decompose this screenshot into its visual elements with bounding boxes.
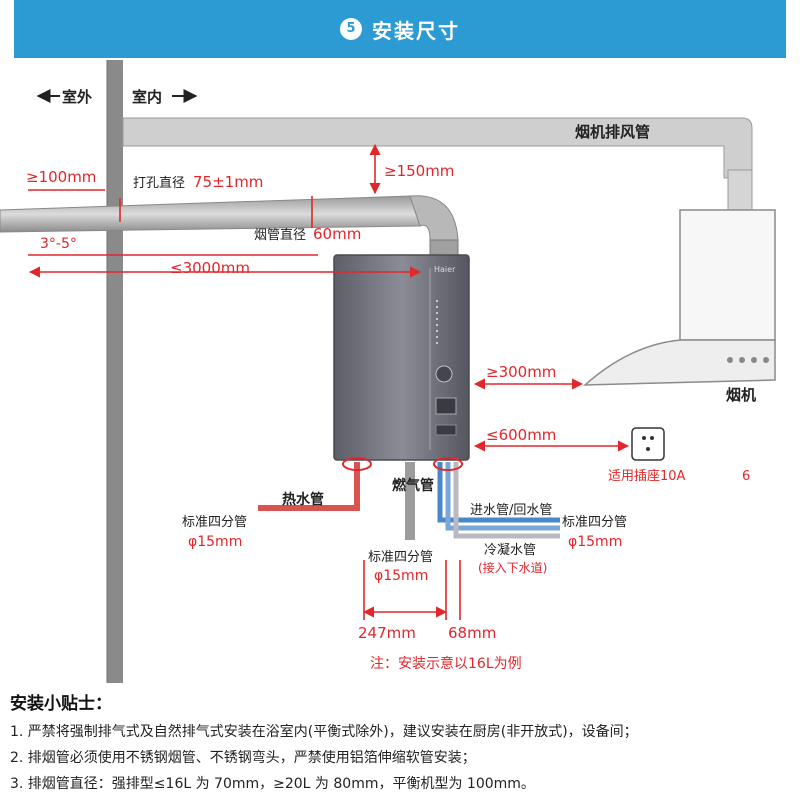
- hot-water-pipe: [258, 462, 360, 511]
- hood-exhaust-pipe: [122, 117, 753, 179]
- std-right-label: 标准四分管: [562, 515, 627, 530]
- std-left-dia: φ15mm: [188, 534, 242, 550]
- dim-150-label: ≥150mm: [384, 162, 454, 180]
- tip-item: 3. 排烟管直径：强排型≤16L 为 70mm，≥20L 为 80mm，平衡机型…: [10, 776, 535, 792]
- hole-diameter-value: 75±1mm: [193, 173, 263, 191]
- hole-diameter-prefix: 打孔直径: [133, 176, 185, 191]
- gas-pipe-label: 燃气管: [392, 477, 434, 494]
- tip-item: 2. 排烟管必须使用不锈钢烟管、不锈钢弯头，严禁使用铝箔伸缩软管安装；: [10, 750, 476, 766]
- range-hood-label: 烟机: [726, 386, 756, 404]
- install-note: 注：安装示意以16L为例: [370, 655, 522, 672]
- dimension-lines: [28, 143, 630, 620]
- std-left-label: 标准四分管: [182, 515, 247, 530]
- section-header: 5 安装尺寸: [14, 0, 786, 58]
- dim-300-label: ≥300mm: [486, 363, 556, 381]
- hood-exhaust-label: 烟机排风管: [575, 123, 650, 141]
- socket-label: 适用插座10A: [608, 469, 686, 484]
- std-mid-label: 标准四分管: [368, 550, 433, 565]
- flue-diameter-value: 60mm: [313, 225, 361, 243]
- socket-side-number: 6: [742, 469, 750, 484]
- tip-item: 1. 严禁将强制排气式及自然排气式安装在浴室内(平衡式除外)，建议安装在厨房(非…: [10, 724, 638, 740]
- std-mid-dia: φ15mm: [374, 568, 428, 584]
- socket-icon: [631, 427, 665, 461]
- tips-title: 安装小贴士：: [10, 694, 112, 714]
- section-title: 安装尺寸: [372, 18, 460, 43]
- condensate-label: 冷凝水管: [484, 542, 536, 558]
- wall: [107, 60, 123, 685]
- installation-tips: 安装小贴士： 1. 严禁将强制排气式及自然排气式安装在浴室内(平衡式除外)，建议…: [0, 683, 800, 800]
- hot-pipe-label: 热水管: [282, 491, 324, 508]
- inlet-return-label: 进水管/回水管: [470, 503, 552, 518]
- dim-600-label: ≤600mm: [486, 426, 556, 444]
- dim-3000-label: ≤3000mm: [170, 259, 250, 277]
- indoor-label: 室内: [132, 88, 162, 106]
- std-right-dia: φ15mm: [568, 534, 622, 550]
- water-heater: [333, 254, 470, 461]
- brand-logo-text: Haier: [434, 265, 456, 274]
- inlet-return-pipe: [437, 462, 560, 523]
- outdoor-label: 室外: [62, 88, 92, 106]
- step-number: 5: [340, 18, 362, 40]
- installation-diagram: 室外 室内 烟机排风管 ≥100mm 打孔直径 75±1mm ≥150mm 3°…: [0, 60, 776, 685]
- dim-247-label: 247mm: [358, 624, 416, 642]
- range-hood: [679, 209, 776, 341]
- dim-100-label: ≥100mm: [26, 168, 96, 186]
- dim-68-label: 68mm: [448, 624, 496, 642]
- slope-label: 3°-5°: [40, 236, 77, 252]
- condensate-note: (接入下水道): [478, 560, 547, 575]
- flue-diameter-prefix: 烟管直径: [254, 228, 306, 243]
- diagram-stage: 5 安装尺寸: [0, 0, 786, 685]
